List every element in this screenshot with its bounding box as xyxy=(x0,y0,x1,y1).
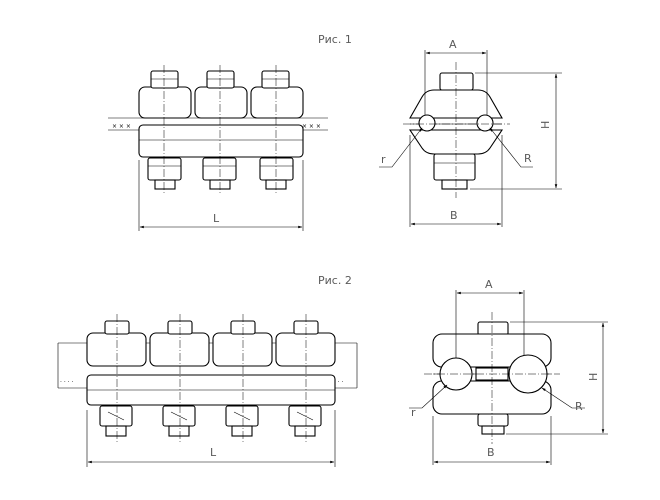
figure-2-end-view: A B H r R xyxy=(409,278,608,465)
figure-2-a-label: A xyxy=(485,278,493,291)
svg-text:× × ×: × × × xyxy=(112,123,131,130)
figure-2-r-large-label: R xyxy=(575,400,583,413)
figure-2-side-view: · · · · · · · · xyxy=(57,314,358,467)
figure-2-r-small-label: r xyxy=(411,406,416,419)
svg-text:· · · ·: · · · · xyxy=(60,379,73,386)
figure-1-b-label: B xyxy=(450,209,458,222)
figure-2-caption: Рис. 2 xyxy=(318,274,352,287)
figure-1-a-label: A xyxy=(449,38,457,51)
svg-text:× × ×: × × × xyxy=(302,123,321,130)
svg-text:· · · ·: · · · · xyxy=(330,379,343,386)
figure-1-caption: Рис. 1 xyxy=(318,33,352,46)
figure-2-b-label: B xyxy=(487,446,495,459)
figure-1-side-view: × × × × × × L xyxy=(108,65,328,231)
figure-2-length-label: L xyxy=(210,446,217,459)
figure-1-h-label: H xyxy=(539,121,552,129)
figure-2-h-label: H xyxy=(587,373,600,381)
figure-1-r-small-label: r xyxy=(381,153,386,166)
figure-1-r-large-label: R xyxy=(524,152,532,165)
figure-1-length-label: L xyxy=(213,212,220,225)
figure-1-end-view: A B H r R xyxy=(379,38,562,227)
